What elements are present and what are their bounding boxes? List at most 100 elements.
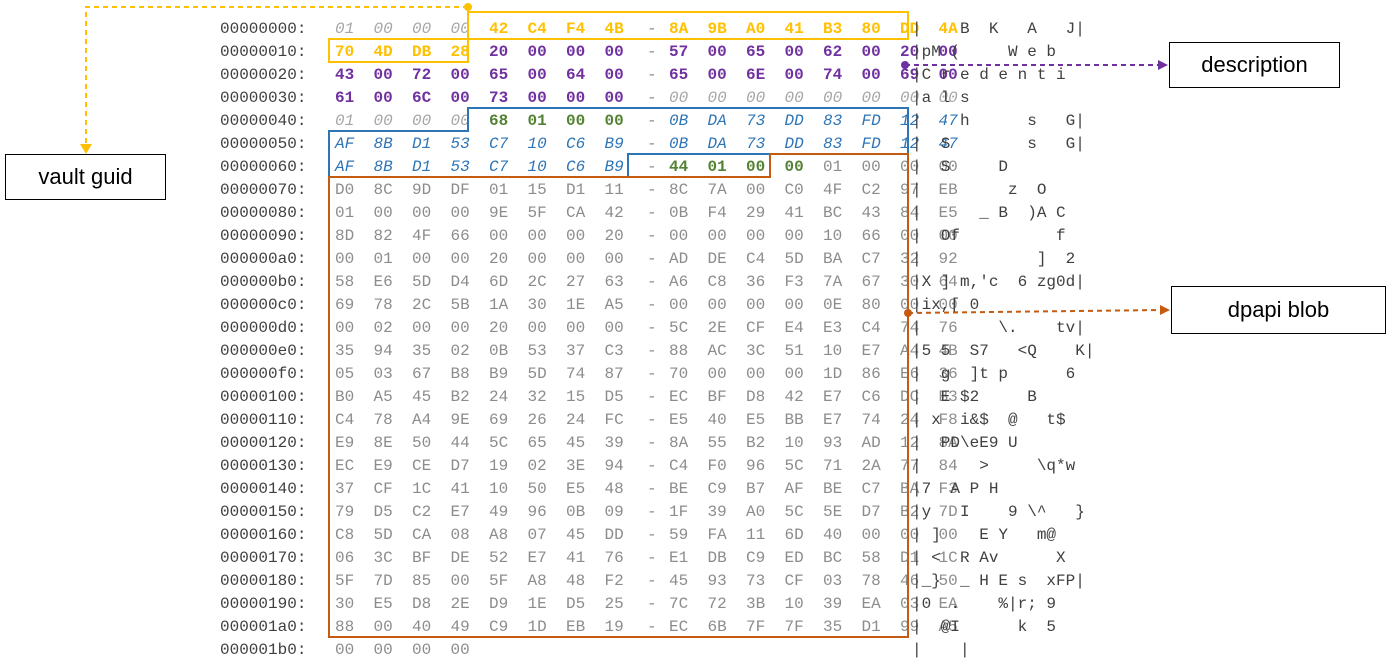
- hex-byte: 00: [450, 641, 470, 659]
- hex-byte: D5: [604, 388, 624, 406]
- hex-byte: 37: [566, 342, 586, 360]
- hex-byte: 93: [823, 434, 843, 452]
- row-offset: 000000e0:: [220, 342, 307, 360]
- hex-byte: 42: [604, 204, 624, 222]
- hex-byte: 03: [373, 365, 393, 383]
- vault-guid-arrowhead: [80, 144, 92, 154]
- ascii-column: | S s G|: [912, 135, 1085, 153]
- row-offset: 000000c0:: [220, 296, 307, 314]
- byte-separator: -: [647, 411, 657, 429]
- hex-byte: 74: [566, 365, 586, 383]
- row-offset: 00000000:: [220, 20, 307, 38]
- hex-byte: 83: [823, 135, 843, 153]
- hex-byte: 00: [450, 66, 470, 84]
- hex-byte: 35: [412, 342, 432, 360]
- hex-byte: AF: [335, 158, 355, 176]
- hex-byte: 49: [450, 618, 470, 636]
- hex-byte: 4F: [412, 227, 432, 245]
- hex-byte: 00: [746, 227, 766, 245]
- dpapi-blob-callout: dpapi blob: [1171, 286, 1386, 334]
- hex-byte: 1A: [489, 296, 509, 314]
- hex-byte: 67: [861, 273, 881, 291]
- hex-byte: 2A: [861, 457, 881, 475]
- byte-separator: -: [647, 388, 657, 406]
- hex-byte: 00: [527, 43, 547, 61]
- hex-byte: 08: [450, 526, 470, 544]
- hex-byte: 45: [669, 572, 689, 590]
- byte-separator: -: [647, 43, 657, 61]
- hex-byte: 01: [335, 112, 355, 130]
- hex-byte: 67: [412, 365, 432, 383]
- hex-byte: 88: [669, 342, 689, 360]
- hex-byte: 19: [604, 618, 624, 636]
- ascii-column: | PD\eE9 U: [912, 434, 1095, 452]
- hex-byte: C7: [861, 480, 881, 498]
- hex-byte: 43: [335, 66, 355, 84]
- hex-byte: CA: [566, 204, 586, 222]
- hex-byte: 10: [527, 135, 547, 153]
- hex-byte: 35: [823, 618, 843, 636]
- hex-byte: BC: [823, 549, 843, 567]
- hex-byte: 11: [746, 526, 766, 544]
- row-offset: 00000140:: [220, 480, 307, 498]
- hex-byte: BC: [823, 204, 843, 222]
- hex-byte: 00: [938, 158, 958, 176]
- hex-byte: E9: [335, 434, 355, 452]
- hex-byte: E6: [900, 365, 920, 383]
- byte-separator: -: [647, 526, 657, 544]
- hex-byte: 79: [335, 503, 355, 521]
- hex-byte: E9: [373, 457, 393, 475]
- hex-byte: F3: [784, 273, 804, 291]
- hex-byte: 37: [335, 480, 355, 498]
- hex-byte: 71: [823, 457, 843, 475]
- description-arrowhead: [1158, 60, 1168, 70]
- hex-byte: 01: [489, 181, 509, 199]
- hex-byte: DD: [784, 135, 804, 153]
- hex-byte: 0B: [669, 112, 689, 130]
- hex-byte: 45: [566, 434, 586, 452]
- row-offset: 00000130:: [220, 457, 307, 475]
- hex-byte: C4: [335, 411, 355, 429]
- hex-byte: 4F: [823, 181, 843, 199]
- hex-byte: 2C: [412, 296, 432, 314]
- hex-byte: 48: [604, 480, 624, 498]
- hex-byte: 30: [527, 296, 547, 314]
- hex-byte: 2E: [450, 595, 470, 613]
- row-offset: 00000080:: [220, 204, 307, 222]
- hex-byte: 00: [861, 158, 881, 176]
- hex-byte: 78: [861, 572, 881, 590]
- hex-byte: 00: [604, 66, 624, 84]
- hex-byte: B2: [746, 434, 766, 452]
- hex-byte: 0E: [823, 296, 843, 314]
- hex-byte: 01: [335, 204, 355, 222]
- hex-byte: D4: [450, 273, 470, 291]
- ascii-column: |7 A P H: [912, 480, 1095, 498]
- row-offset: 000000f0:: [220, 365, 307, 383]
- hex-byte: CF: [746, 319, 766, 337]
- hex-byte: 70: [669, 365, 689, 383]
- ascii-column: | z O: [912, 181, 1085, 199]
- hex-byte: DD: [900, 20, 920, 38]
- hex-byte: 00: [489, 227, 509, 245]
- hex-byte: 00: [527, 89, 547, 107]
- hex-byte: C4: [669, 457, 689, 475]
- hex-byte: E4: [784, 319, 804, 337]
- hex-byte: E5: [669, 411, 689, 429]
- hex-byte: 6B: [707, 618, 727, 636]
- hex-byte: 7F: [746, 618, 766, 636]
- hex-byte: 6D: [784, 526, 804, 544]
- hex-byte: 07: [527, 526, 547, 544]
- hex-byte: 1F: [669, 503, 689, 521]
- hex-byte: 00: [784, 365, 804, 383]
- row-offset: 00000030:: [220, 89, 307, 107]
- hex-byte: 50: [938, 572, 958, 590]
- hex-byte: 00: [566, 319, 586, 337]
